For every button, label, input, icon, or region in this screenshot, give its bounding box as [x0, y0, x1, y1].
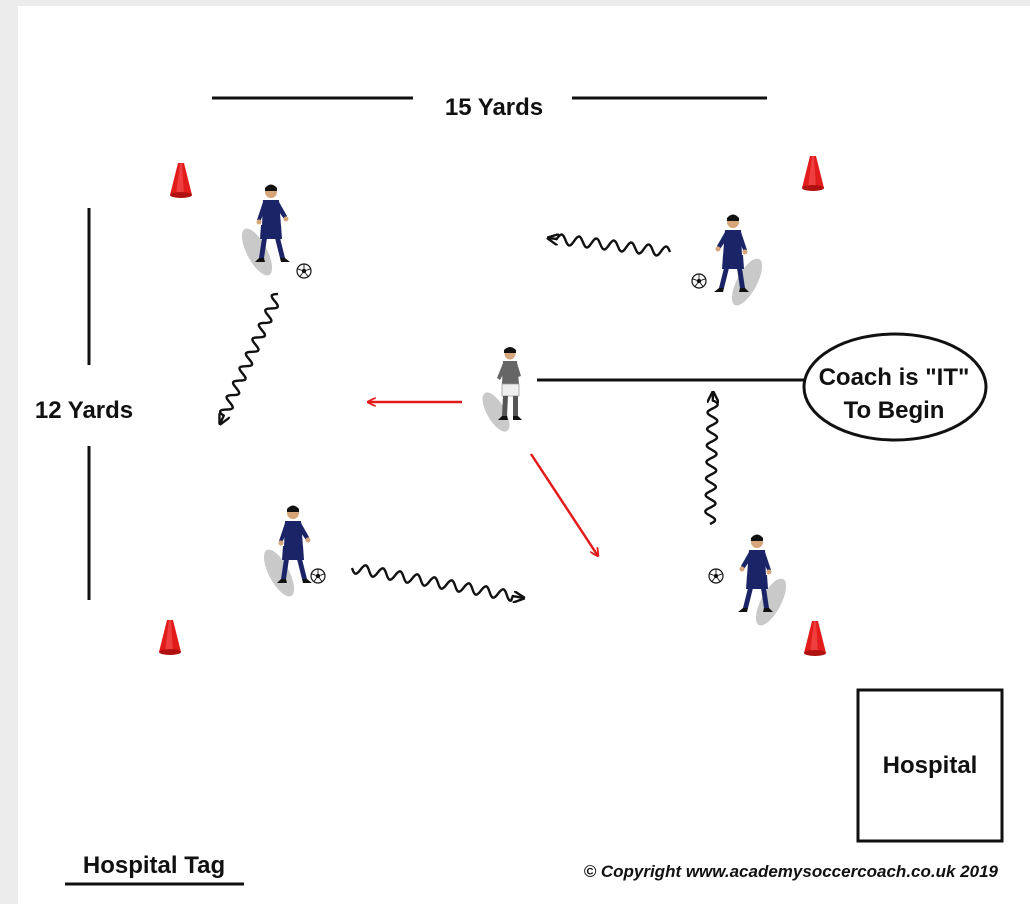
dribble-arrow-top-right: [548, 235, 672, 257]
diagram-title: Hospital Tag: [83, 852, 225, 879]
coach-callout-line2: To Begin: [844, 397, 945, 424]
soccer-ball-icon: [691, 273, 707, 289]
hospital-zone: [856, 688, 1004, 843]
hospital-label: Hospital: [883, 752, 978, 779]
dribble-arrow-bottom-right: [704, 392, 717, 526]
coach-callout-bubble: [802, 332, 988, 442]
soccer-ball-icon: [708, 568, 724, 584]
coach-callout-line1: Coach is "IT": [819, 364, 970, 391]
height-label: 12 Yards: [35, 397, 133, 424]
coach-run-arrow-diagonal: [529, 453, 598, 556]
dribble-arrows: [220, 235, 718, 601]
dribble-arrow-top-left: [220, 292, 279, 424]
soccer-ball-icon: [310, 568, 326, 584]
soccer-ball-icon: [296, 263, 312, 279]
dribble-arrow-bottom-left: [350, 564, 524, 600]
width-label: 15 Yards: [445, 94, 543, 121]
copyright-text: © Copyright www.academysoccercoach.co.uk…: [584, 862, 999, 881]
